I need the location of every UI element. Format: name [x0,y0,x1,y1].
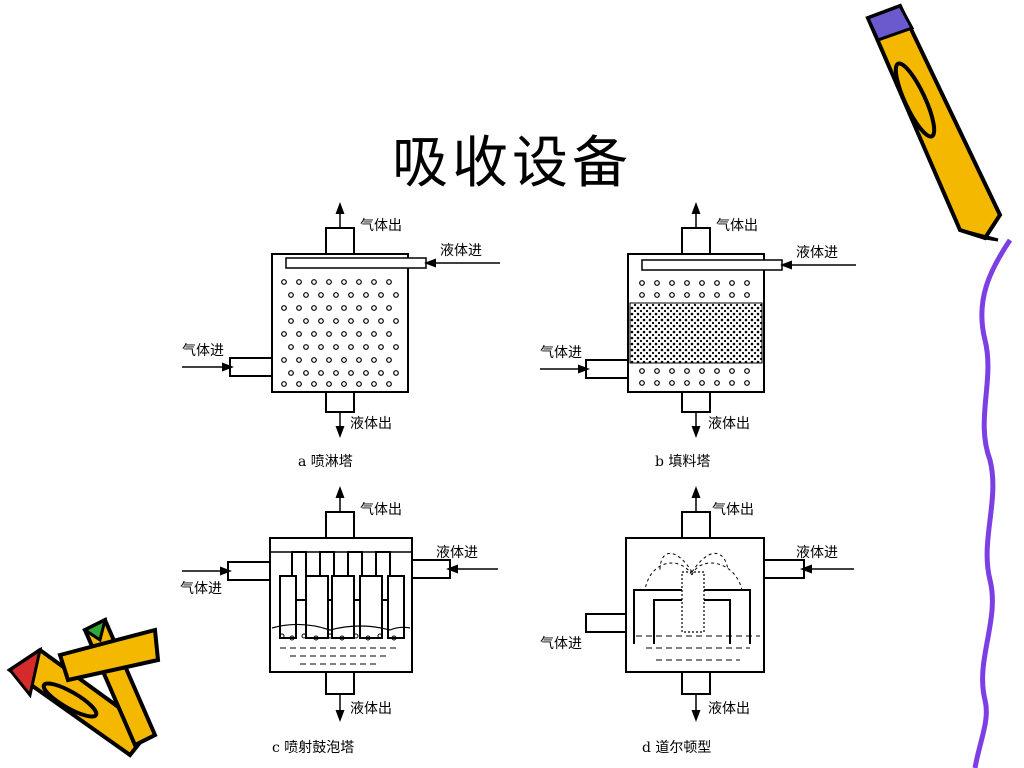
label-liquid-out-d: 液体出 [708,701,750,717]
jet-bubbling-tower-diagram: 气体出 液体进 气体进 液体出 c 喷射鼓泡塔 [180,486,498,756]
spray-tower-diagram: 气体出 液体进 气体进 液体出 a 喷淋塔 [182,202,500,470]
label-liquid-in-c: 液体进 [436,545,478,561]
label-gas-out-b: 气体出 [716,218,758,234]
squiggle-line-icon [972,238,1013,768]
label-gas-out-a: 气体出 [360,218,402,234]
caption-dalton-type: d 道尔顿型 [642,740,711,756]
dalton-type-diagram: 气体出 液体进 气体进 液体出 d 道尔顿型 [540,486,854,756]
label-gas-out-c: 气体出 [360,502,402,518]
caption-spray-tower: a 喷淋塔 [298,454,353,470]
label-gas-in-a: 气体进 [182,343,224,359]
label-gas-in-b: 气体进 [540,345,582,361]
label-gas-out-d: 气体出 [712,502,754,518]
label-liquid-out-b: 液体出 [708,416,750,432]
pencil-top-right-icon [865,3,1003,242]
label-gas-in-d: 气体进 [540,636,582,652]
slide-title: 吸收设备 [392,131,632,196]
label-liquid-in-a: 液体进 [440,243,482,259]
pencil-bottom-left-icon [6,617,161,758]
packed-tower-diagram: 气体出 液体进 气体进 液体出 b 填料塔 [540,202,856,470]
label-liquid-out-c: 液体出 [350,701,392,717]
label-liquid-out-a: 液体出 [350,416,392,432]
caption-packed-tower: b 填料塔 [655,454,710,470]
label-liquid-in-d: 液体进 [796,545,838,561]
label-gas-in-c: 气体进 [180,581,222,597]
label-liquid-in-b: 液体进 [796,245,838,261]
caption-jet-bubbling-tower: c 喷射鼓泡塔 [272,740,354,756]
